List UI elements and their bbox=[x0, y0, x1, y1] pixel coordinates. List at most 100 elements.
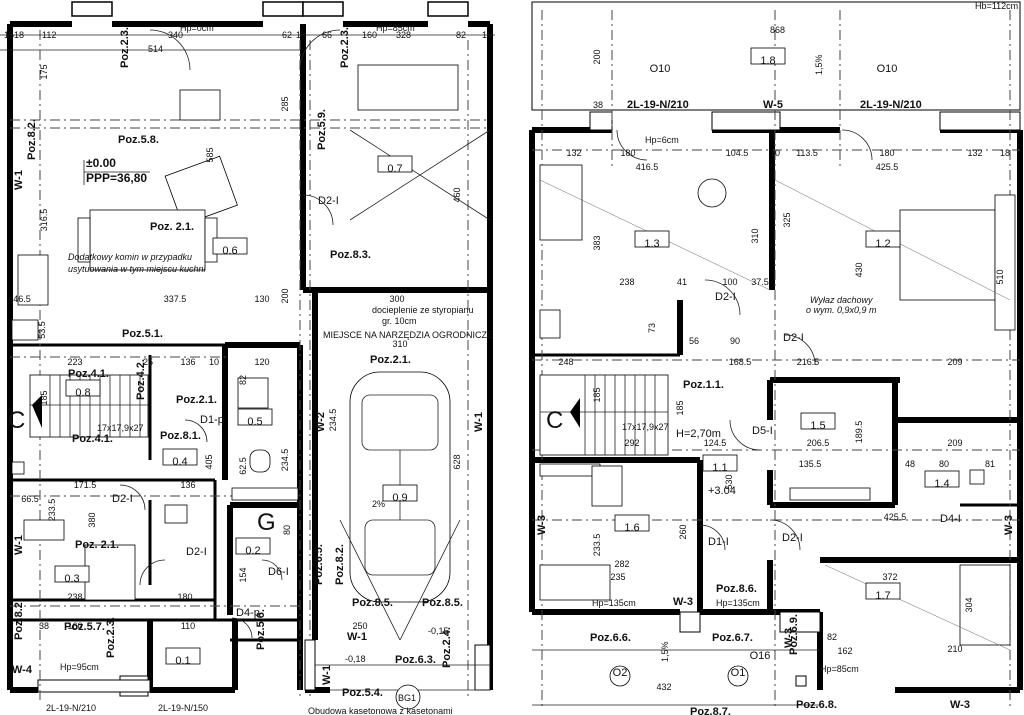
ground-dimension: 110 bbox=[181, 621, 195, 631]
first-dimension: 216.5 bbox=[797, 357, 820, 367]
ground-dimension: 136 bbox=[180, 480, 195, 490]
window-2l-150-label: 2L-19-N/150 bbox=[158, 703, 208, 713]
ground-room-0-2: 0.2 bbox=[245, 545, 260, 557]
ground-room-0-6: 0.6 bbox=[222, 245, 237, 257]
dim-514: 514 bbox=[148, 44, 163, 54]
first-room-1-8: 1.8 bbox=[760, 55, 775, 67]
first-dimension: 73 bbox=[647, 323, 657, 333]
tool-place-label: MIEJSCE NA NARZĘDZIA OGRODNICZE bbox=[323, 330, 493, 340]
ground-room-0-9: 0.9 bbox=[392, 492, 407, 504]
first-room-1-2: 1.2 bbox=[875, 238, 890, 250]
ground-poz-label: Poz.5.6. bbox=[255, 609, 267, 650]
ground-door-label: D2-I bbox=[112, 493, 133, 505]
ground-door-label: D4-p bbox=[236, 607, 260, 619]
ground-poz-label: Poz.5.1. bbox=[122, 328, 163, 340]
ground-poz-label: Poz.2.3. bbox=[105, 617, 117, 658]
ground-top-dimension: 66 bbox=[322, 30, 332, 40]
first-poz-label: Poz.8.7. bbox=[690, 706, 731, 715]
first-room-1-6: 1.6 bbox=[624, 522, 639, 534]
hp-top-right: Hp=85cm bbox=[376, 23, 415, 33]
ground-dimension: 238 bbox=[67, 592, 82, 602]
hp-85-label: Hp=85cm bbox=[820, 664, 859, 674]
ground-door-label: D2-I bbox=[318, 195, 339, 207]
ground-dimension: 25 bbox=[143, 357, 153, 367]
first-dimension: 235 bbox=[610, 572, 625, 582]
first-dimension: 238 bbox=[619, 277, 634, 287]
first-dimension: 383 bbox=[592, 235, 602, 250]
first-dimension: 168.5 bbox=[729, 357, 752, 367]
ground-poz-label: Poz.8.2. bbox=[13, 599, 25, 640]
ground-dimension: 585 bbox=[205, 147, 215, 162]
level-zero: ±0.00 bbox=[86, 156, 116, 170]
first-dimension: 162 bbox=[837, 646, 852, 656]
first-dimension: 189.5 bbox=[854, 421, 864, 444]
first-window-label: O10 bbox=[650, 63, 671, 75]
ground-door-label: D2-I bbox=[186, 546, 207, 558]
ground-door-label: D1-p bbox=[200, 414, 224, 426]
first-poz-label: 2L-19-N/210 bbox=[627, 99, 689, 111]
ground-room-box-0-4 bbox=[162, 448, 198, 466]
first-dimension: 209 bbox=[947, 357, 962, 367]
ground-dimension: 234.5 bbox=[328, 409, 338, 432]
ground-room-box-0-7 bbox=[377, 155, 413, 173]
ground-poz-label: Poz.4.1. bbox=[72, 433, 113, 445]
first-dimension: 37.5 bbox=[751, 277, 769, 287]
ground-top-dimension: 62 bbox=[282, 30, 292, 40]
hb-label: Hb=112cm bbox=[975, 1, 1018, 11]
ground-top-dimension: 18 bbox=[14, 30, 24, 40]
ground-dimension: 160 bbox=[67, 621, 82, 631]
first-dimension: 372 bbox=[882, 572, 897, 582]
first-door-label: D2-I bbox=[782, 532, 803, 544]
ground-poz-label: Poz.5.9. bbox=[316, 109, 328, 150]
first-floor-level: +3.04 bbox=[708, 485, 736, 497]
ground-poz-label: Poz.8.5. bbox=[352, 597, 393, 609]
ground-door-label: G bbox=[257, 509, 276, 536]
ground-wall-type-label: W-1 bbox=[13, 535, 25, 555]
level-ppp: PPP=36,80 bbox=[86, 171, 147, 185]
ground-room-box-0-2 bbox=[235, 537, 271, 555]
ground-poz-label: W-1 bbox=[473, 412, 485, 432]
first-dimension: 80 bbox=[939, 459, 949, 469]
first-dimension: 233.5 bbox=[592, 534, 602, 557]
ground-wall-type-label: W-4 bbox=[12, 664, 33, 676]
ground-dimension: 405 bbox=[204, 454, 214, 469]
ground-poz-label: Poz.4.1. bbox=[68, 368, 109, 380]
first-dimension: 10 bbox=[770, 148, 780, 158]
ground-dimension: 200 bbox=[280, 288, 290, 303]
first-dimension: 135.5 bbox=[799, 459, 822, 469]
ground-poz-label: Poz.6.5. bbox=[313, 544, 325, 585]
first-dimension: 113.5 bbox=[796, 148, 818, 158]
slope-bottom: 1,5% bbox=[660, 641, 670, 662]
ground-poz-label: Poz.8.2. bbox=[26, 119, 38, 160]
first-room-box-1-6 bbox=[614, 514, 650, 532]
first-dimension: 104.5 bbox=[726, 148, 749, 158]
ground-room-0-8: 0.8 bbox=[75, 387, 90, 399]
first-dimension: 180 bbox=[879, 148, 894, 158]
ground-dimension: 234.5 bbox=[280, 449, 290, 472]
ground-dimension: 120 bbox=[254, 357, 269, 367]
first-room-1-4: 1.4 bbox=[934, 478, 949, 490]
ground-poz-label: Poz.2.3. bbox=[119, 27, 131, 68]
ground-poz-label: Poz.2.1. bbox=[176, 394, 217, 406]
first-dimension: 292 bbox=[624, 438, 639, 448]
hp-95-label: Hp=95cm bbox=[60, 662, 99, 672]
ground-dimension: 46.5 bbox=[13, 294, 31, 304]
first-dimension: 38 bbox=[593, 100, 603, 110]
hp-135-label-b: Hp=135cm bbox=[716, 598, 760, 608]
ground-dimension: 285 bbox=[280, 96, 290, 111]
first-dimension: 185 bbox=[675, 400, 685, 415]
slope-top: 1,5% bbox=[814, 54, 824, 75]
ground-wall-type-label: W-1 bbox=[321, 665, 333, 685]
first-dimension: 56 bbox=[689, 336, 699, 346]
first-dimension: 81 bbox=[985, 459, 995, 469]
first-room-box-1-7 bbox=[865, 582, 901, 600]
first-floor-labels: Hb=112cm 868 Wyłaz dachowy o wym. 0,9x0,… bbox=[546, 1, 1018, 674]
first-poz-label: Poz.1.1. bbox=[683, 379, 724, 391]
hp-6-label: Hp=6cm bbox=[645, 135, 679, 145]
first-dimension: 180 bbox=[620, 148, 635, 158]
first-wall-type-label: W-3 bbox=[673, 596, 693, 608]
ground-top-dimension: 328 bbox=[396, 30, 411, 40]
first-dimension: 430 bbox=[854, 262, 864, 277]
ground-dimension: 66.5 bbox=[21, 494, 39, 504]
first-dimension: 425.5 bbox=[884, 512, 907, 522]
